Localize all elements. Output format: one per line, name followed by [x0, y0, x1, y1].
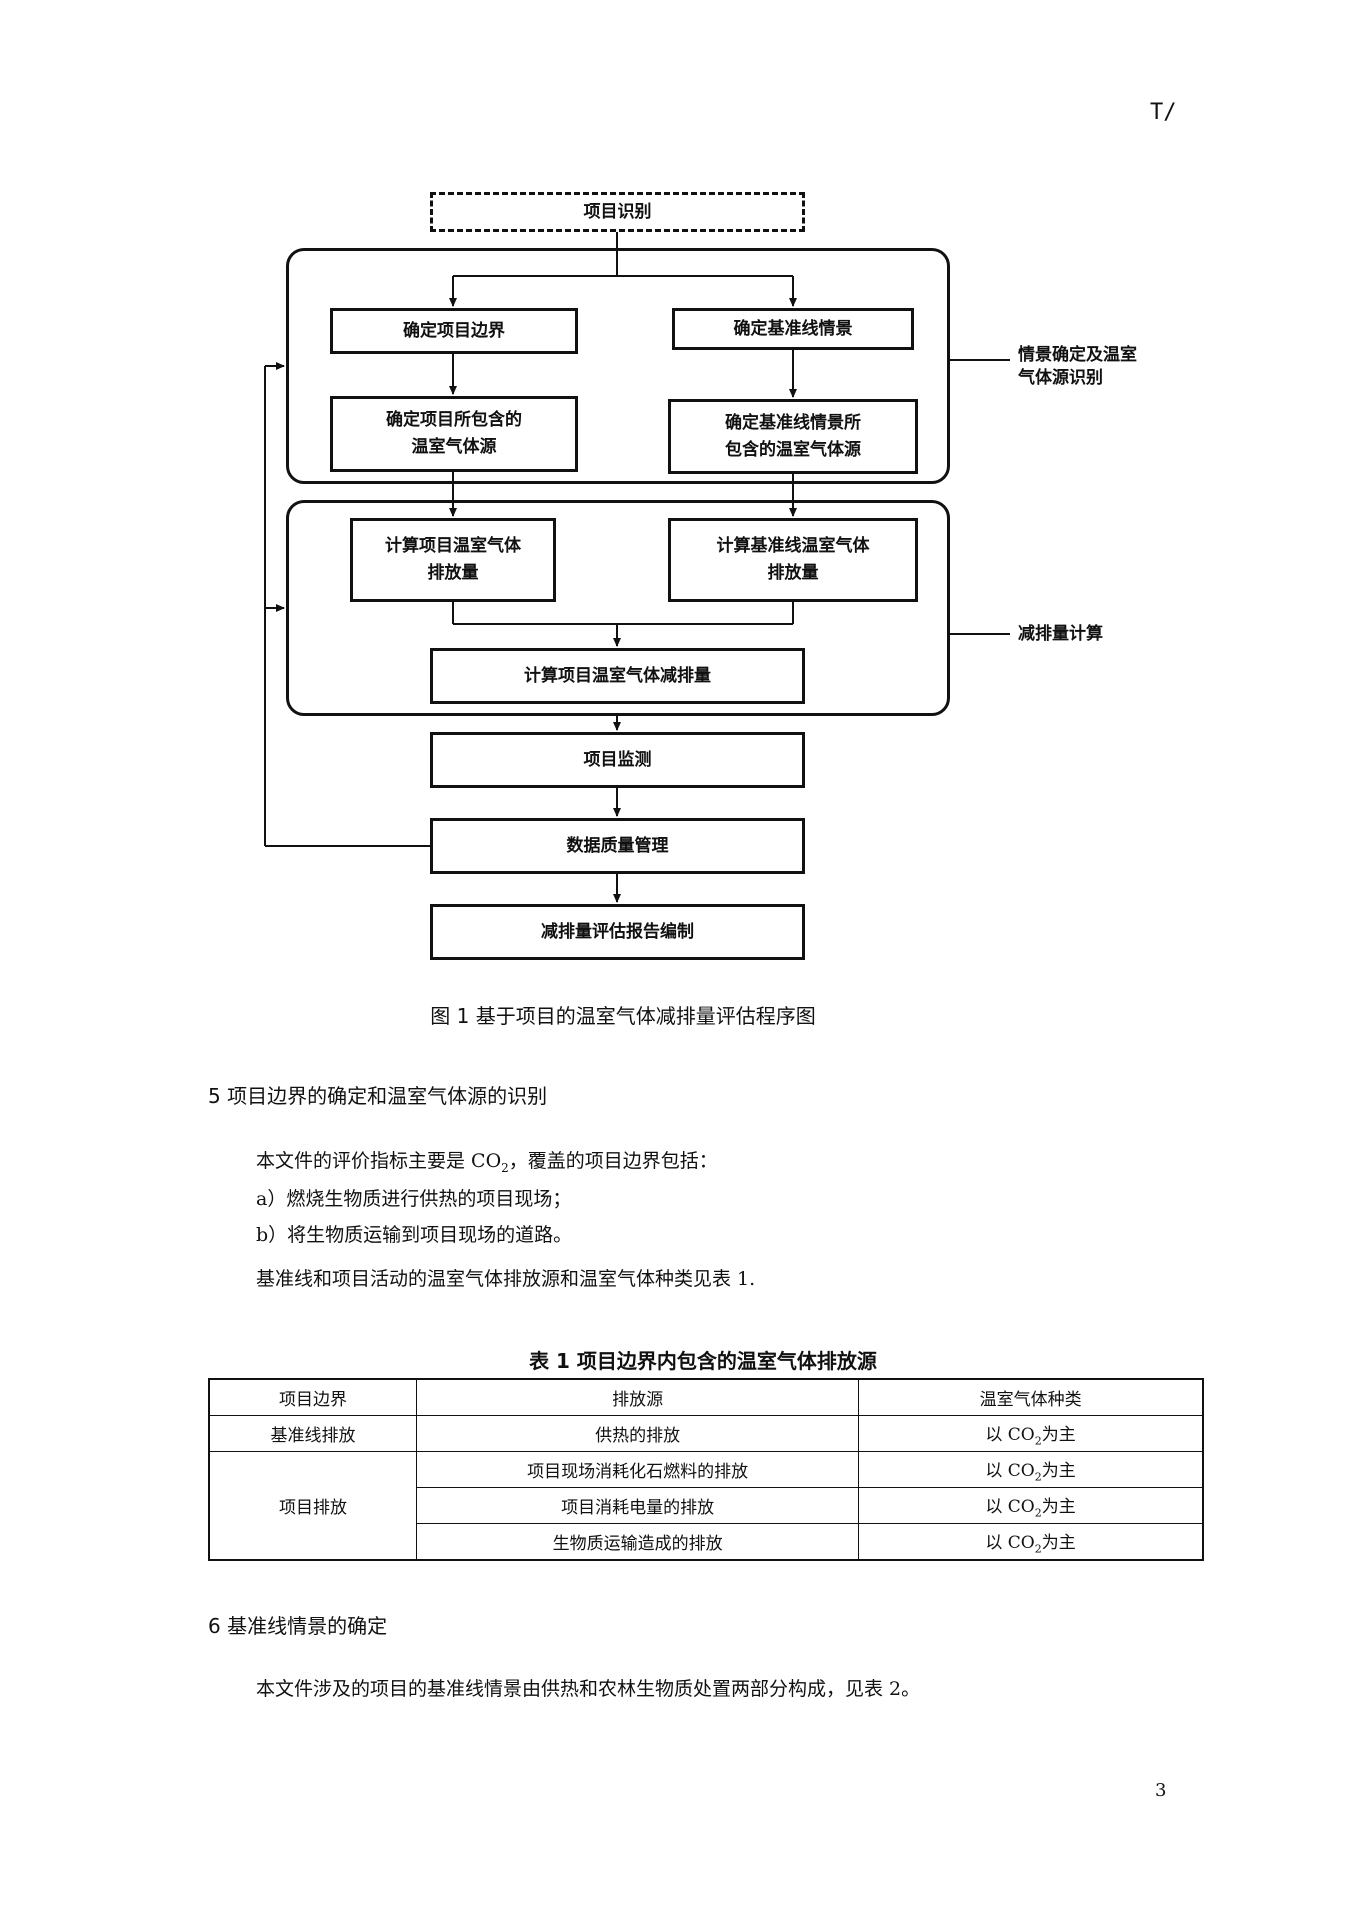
node-label-line1: 计算项目温室气体 — [385, 536, 521, 556]
gas-text-cont: 为主 — [1041, 1460, 1076, 1481]
table-cell: 供热的排放 — [416, 1415, 860, 1452]
figure-caption: 图 1 基于项目的温室气体减排量评估程序图 — [430, 1004, 816, 1028]
section5-item-a: a）燃烧生物质进行供热的项目现场； — [256, 1188, 572, 1210]
label-scenario-group: 情景确定及温室 气体源识别 — [1018, 344, 1137, 390]
section5-item-b: b）将生物质运输到项目现场的道路。 — [256, 1224, 573, 1246]
table-cell: 项目现场消耗化石燃料的排放 — [416, 1451, 860, 1488]
section5-note: 基准线和项目活动的温室气体排放源和温室气体种类见表 1. — [256, 1268, 756, 1290]
intro-text-cont: ，覆盖的项目边界包括： — [508, 1150, 718, 1172]
table-header-cell: 温室气体种类 — [858, 1378, 1204, 1416]
reduction-group — [286, 500, 950, 716]
node-determine-boundary: 确定项目边界 — [330, 308, 578, 354]
table-header-cell: 项目边界 — [208, 1378, 418, 1416]
node-label: 项目识别 — [583, 201, 652, 222]
node-calc-reduction: 计算项目温室气体减排量 — [430, 648, 805, 704]
table-header-row: 项目边界 排放源 温室气体种类 — [208, 1378, 1204, 1416]
table-row: 项目消耗电量的排放 以 CO2为主 — [209, 1487, 1204, 1524]
section5-intro: 本文件的评价指标主要是 CO2，覆盖的项目边界包括： — [256, 1146, 718, 1175]
table-cell: 项目排放 — [208, 1451, 418, 1561]
node-determine-baseline: 确定基准线情景 — [672, 308, 914, 350]
gas-text: 以 CO — [985, 1460, 1035, 1481]
node-label-line2: 排放量 — [427, 563, 479, 583]
table1-title: 表 1 项目边界内包含的温室气体排放源 — [529, 1349, 877, 1373]
page-number: 3 — [1155, 1780, 1167, 1801]
label-reduction-group: 减排量计算 — [1018, 624, 1103, 644]
table-row: 项目排放 项目现场消耗化石燃料的排放 以 CO2为主 — [208, 1451, 1204, 1561]
node-project-sources: 确定项目所包含的 温室气体源 — [330, 396, 578, 472]
node-label: 计算项目温室气体减排量 — [524, 665, 711, 686]
node-label: 确定基准线情景 — [733, 318, 853, 339]
node-label-line2: 温室气体源 — [411, 437, 497, 457]
node-label: 确定项目边界 — [403, 320, 505, 341]
section6-text: 本文件涉及的项目的基准线情景由供热和农林生物质处置两部分构成，见表 2。 — [256, 1678, 921, 1700]
node-label: 项目监测 — [583, 749, 652, 770]
table-cell: 生物质运输造成的排放 — [416, 1523, 860, 1561]
node-data-quality: 数据质量管理 — [430, 818, 805, 874]
label-line2: 气体源识别 — [1018, 368, 1103, 388]
gas-text: 以 CO — [985, 1424, 1035, 1445]
gas-text: 以 CO — [985, 1532, 1035, 1553]
node-calc-project: 计算项目温室气体 排放量 — [350, 518, 556, 602]
node-label-line1: 计算基准线温室气体 — [716, 536, 870, 556]
node-label: 减排量评估报告编制 — [541, 921, 694, 942]
node-label: 数据质量管理 — [566, 835, 669, 856]
table-cell: 基准线排放 — [208, 1415, 418, 1452]
intro-text: 本文件的评价指标主要是 CO — [256, 1150, 502, 1172]
table-row: 基准线排放 供热的排放 以 CO2为主 — [208, 1415, 1204, 1452]
node-baseline-sources: 确定基准线情景所 包含的温室气体源 — [668, 399, 918, 474]
table-row: 生物质运输造成的排放 以 CO2为主 — [209, 1523, 1204, 1561]
flowchart-connectors — [264, 230, 1010, 903]
node-label-line1: 确定基准线情景所 — [725, 412, 861, 433]
node-calc-baseline: 计算基准线温室气体 排放量 — [668, 518, 918, 602]
gas-text-cont: 为主 — [1041, 1496, 1076, 1517]
node-monitoring: 项目监测 — [430, 732, 805, 788]
section6-heading: 6 基准线情景的确定 — [208, 1614, 388, 1638]
table-cell: 以 CO2为主 — [858, 1487, 1204, 1524]
gas-text: 以 CO — [985, 1496, 1035, 1517]
node-report: 减排量评估报告编制 — [430, 904, 805, 960]
node-label-line1: 确定项目所包含的 — [386, 410, 522, 430]
subscript: 2 — [1034, 1470, 1042, 1484]
node-label-line2: 排放量 — [767, 563, 819, 583]
table1: 项目边界 排放源 温室气体种类 基准线排放 供热的排放 以 CO2为主 项目排放… — [208, 1378, 1204, 1561]
label-line1: 情景确定及温室 — [1018, 345, 1137, 365]
document-code: T/ — [1150, 100, 1177, 125]
scenario-group — [286, 248, 950, 484]
table-cell: 以 CO2为主 — [858, 1415, 1204, 1452]
table-cell: 以 CO2为主 — [858, 1523, 1204, 1561]
table-header-cell: 排放源 — [416, 1378, 860, 1416]
subscript: 2 — [1034, 1434, 1042, 1448]
node-label-line2: 包含的温室气体源 — [725, 439, 861, 460]
table-cell: 项目消耗电量的排放 — [416, 1487, 860, 1524]
subscript: 2 — [501, 1160, 509, 1175]
gas-text-cont: 为主 — [1041, 1424, 1076, 1445]
node-project-identification: 项目识别 — [430, 192, 805, 232]
section5-heading: 5 项目边界的确定和温室气体源的识别 — [208, 1084, 548, 1108]
table-cell: 以 CO2为主 — [858, 1451, 1204, 1488]
subscript: 2 — [1034, 1506, 1042, 1520]
subscript: 2 — [1034, 1542, 1042, 1556]
gas-text-cont: 为主 — [1041, 1532, 1076, 1553]
